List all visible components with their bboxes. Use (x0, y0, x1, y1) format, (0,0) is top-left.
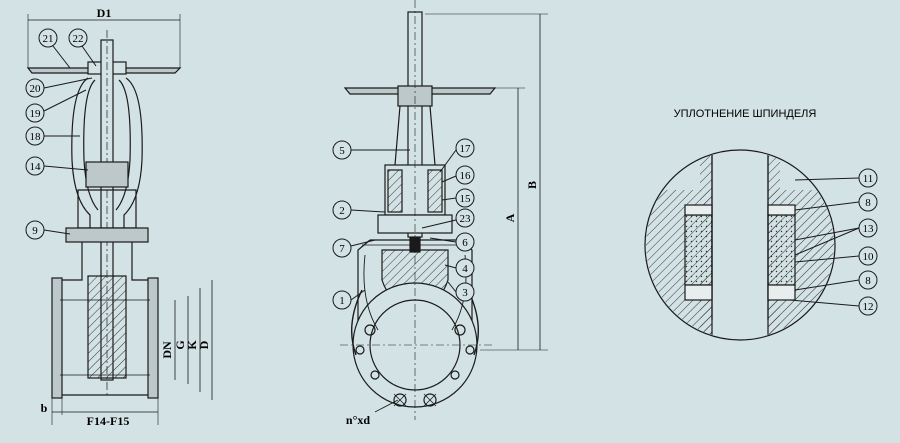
left-callouts (25, 28, 97, 240)
callout-22: 22 (73, 33, 84, 45)
detail-callout-labels: 11 8 13 10 8 12 (863, 173, 875, 313)
callout-21: 21 (43, 33, 54, 45)
detail-title: УПЛОТНЕНИЕ ШПИНДЕЛЯ (674, 108, 817, 120)
callout-1: 1 (339, 295, 345, 307)
callout-13: 13 (863, 223, 875, 235)
callout-5: 5 (339, 145, 345, 157)
middle-dimension-labels: A B n°xd (346, 181, 539, 427)
left-callout-labels: 21 22 20 19 18 14 9 (30, 33, 84, 237)
detail-callouts (789, 168, 878, 316)
callout-10: 10 (863, 251, 875, 263)
callout-17: 17 (460, 143, 472, 155)
dim-D: D (197, 340, 211, 349)
detail-view (644, 149, 836, 341)
dim-b: b (41, 401, 48, 415)
callout-7: 7 (339, 243, 345, 255)
dim-B: B (525, 181, 539, 189)
callout-12: 12 (863, 301, 874, 313)
dim-F: F14-F15 (87, 414, 130, 428)
dim-A: A (503, 213, 517, 222)
callout-2: 2 (339, 205, 345, 217)
callout-8b: 8 (865, 275, 871, 287)
dim-D1: D1 (97, 6, 112, 20)
callout-16: 16 (460, 170, 472, 182)
callout-20: 20 (30, 83, 42, 95)
middle-callout-labels: 5 17 16 15 2 23 7 6 4 1 3 (339, 143, 471, 307)
dim-K: K (185, 340, 199, 350)
middle-view (340, 0, 548, 420)
dim-DN: DN (160, 341, 174, 359)
callout-4: 4 (462, 263, 468, 275)
callout-23: 23 (460, 213, 472, 225)
left-dimension-labels: D1 DN G K D b F14-F15 (41, 6, 211, 428)
callout-18: 18 (30, 131, 42, 143)
callout-8a: 8 (865, 197, 871, 209)
callout-9: 9 (32, 225, 38, 237)
dim-nxd: n°xd (346, 413, 370, 427)
middle-callouts (332, 138, 475, 310)
callout-19: 19 (30, 108, 42, 120)
callout-3: 3 (462, 287, 468, 299)
dim-G: G (173, 340, 187, 349)
left-view (26, 14, 213, 425)
callout-11: 11 (863, 173, 874, 185)
callout-6: 6 (462, 237, 468, 249)
callout-15: 15 (460, 193, 472, 205)
callout-14: 14 (30, 161, 42, 173)
